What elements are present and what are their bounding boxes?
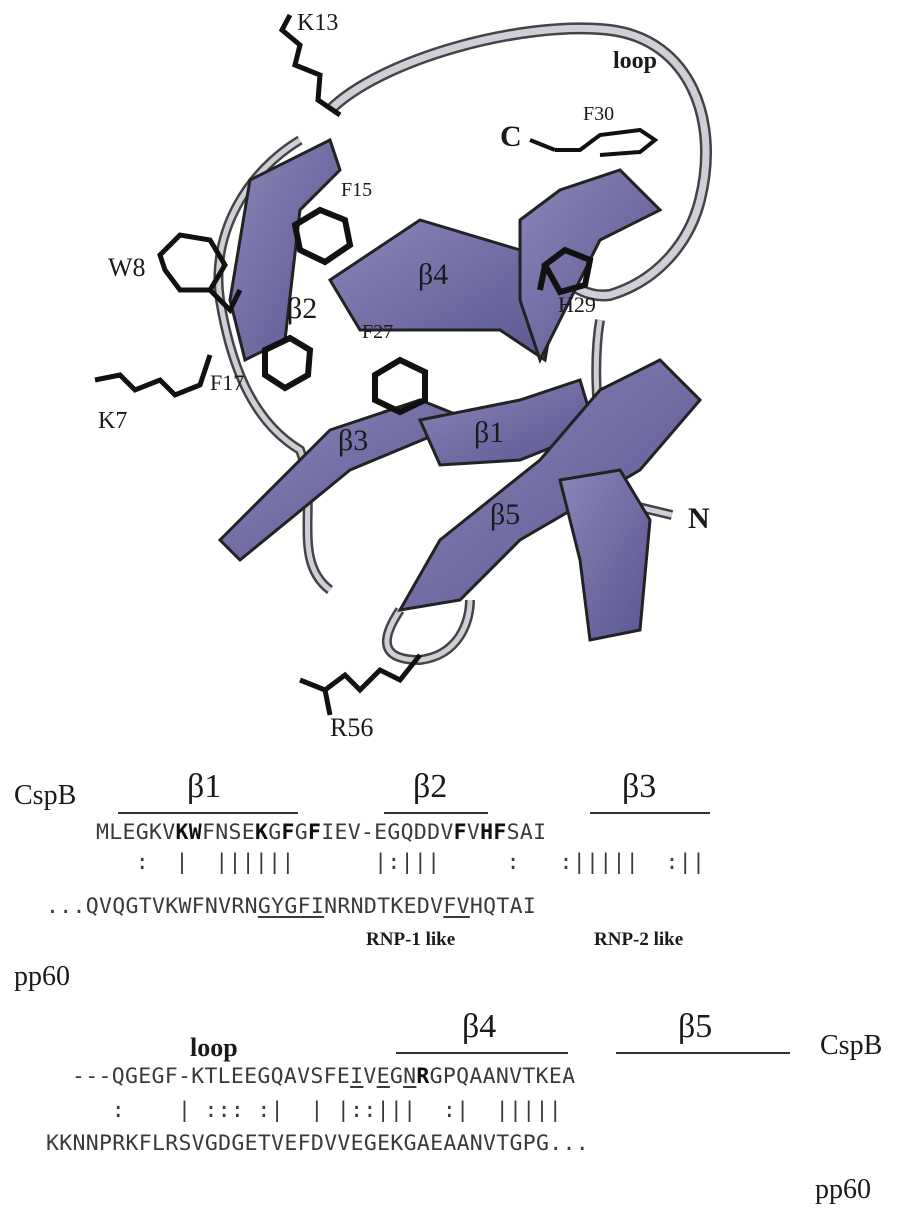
match-line-2: : | ::: :| | |::||| :| |||||	[72, 1100, 562, 1122]
label-beta4: β4	[418, 258, 448, 291]
beta2-strand	[230, 140, 340, 360]
cspb-sequence-1: MLEGKVKWFNSEKGFGFIEV-EGQDDVFVHFSAI	[96, 822, 546, 844]
label-beta3: β3	[338, 424, 368, 457]
c-terminus-link	[530, 140, 555, 150]
cspb-name-1: CspB	[14, 782, 76, 810]
cspb-name-2: CspB	[820, 1032, 882, 1060]
header-loop: loop	[190, 1035, 238, 1061]
f30-sidechain	[555, 130, 655, 155]
cspb-sequence-2: ---QGEGF-KTLEEGQAVSFEIVEGNRGPQAANVTKEA	[72, 1066, 575, 1088]
beta1-bar	[118, 812, 298, 814]
label-w8: W8	[108, 253, 146, 282]
label-n-terminus: N	[688, 502, 710, 535]
rnp1-label: RNP-1 like	[366, 930, 455, 949]
label-beta1: β1	[474, 416, 504, 449]
label-h29: H29	[558, 292, 596, 317]
rnp2-label: RNP-2 like	[594, 930, 683, 949]
beta2-bar	[384, 812, 488, 814]
label-loop: loop	[613, 48, 657, 74]
beta5-bar	[616, 1052, 790, 1054]
pp60-sequence-1: ...QVQGTVKWFNVRNGYGFINRNDTKEDVFVHQTAI	[46, 896, 536, 918]
label-k7: K7	[98, 408, 127, 434]
label-f17: F17	[210, 370, 244, 395]
k7-sidechain	[95, 355, 210, 395]
f17-ring	[265, 338, 310, 388]
label-f30: F30	[583, 103, 614, 125]
label-k13: K13	[297, 10, 338, 36]
header-beta3: β3	[622, 770, 656, 804]
label-f27: F27	[362, 321, 393, 343]
pp60-name-1: pp60	[14, 963, 70, 991]
header-beta1: β1	[187, 770, 221, 804]
f15-ring	[295, 210, 350, 262]
header-beta2: β2	[413, 770, 447, 804]
label-beta5: β5	[490, 498, 520, 531]
label-f15: F15	[341, 179, 372, 201]
header-beta4: β4	[462, 1010, 496, 1044]
label-beta2: β2	[287, 292, 317, 325]
header-beta5: β5	[678, 1010, 712, 1044]
lower-sheet	[560, 470, 650, 640]
beta4-bar	[396, 1052, 568, 1054]
w8-sidechain	[160, 235, 240, 310]
pp60-sequence-2: KKNNPRKFLRSVGDGETVEFDVVEGEKGAEAANVTGPG..…	[46, 1133, 589, 1155]
match-line-1: : | |||||| |:||| : :||||| :||	[96, 852, 705, 874]
r56-sidechain	[300, 655, 420, 715]
pp60-name-2: pp60	[815, 1176, 871, 1204]
beta3-bar	[590, 812, 710, 814]
label-r56: R56	[330, 713, 373, 742]
label-c-terminus: C	[500, 120, 522, 153]
f27-ring	[375, 360, 425, 412]
